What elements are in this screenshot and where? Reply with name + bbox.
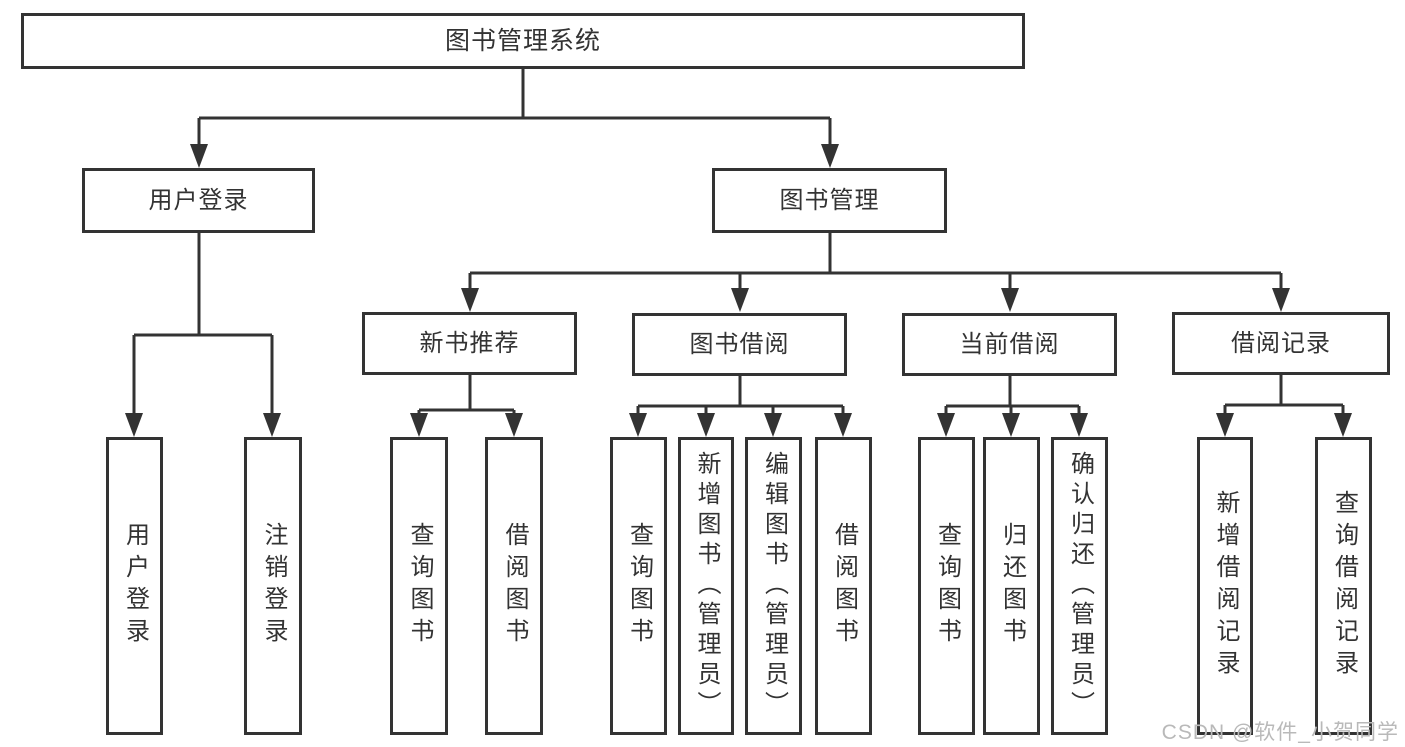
arrowheads-book-mgmt-branch — [461, 288, 1290, 312]
connector-root-to-level2 — [197, 69, 832, 150]
node-new-book-recommend: 新书推荐 — [362, 312, 577, 375]
connector-records-branch — [1223, 375, 1345, 420]
arrowheads-records-branch — [1216, 413, 1352, 437]
leaf-logout: 注销登录 — [244, 437, 302, 735]
leaf-current-query-books: 查询图书 — [918, 437, 975, 735]
arrowheads-user-login-branch — [125, 413, 281, 437]
leaf-newbooks-borrow-books: 借阅图书 — [485, 437, 543, 735]
node-user-login: 用户登录 — [82, 168, 315, 233]
csdn-watermark: CSDN @软件_小贺同学 — [1161, 721, 1399, 744]
node-root: 图书管理系统 — [21, 13, 1025, 69]
arrowheads-current-branch — [937, 413, 1088, 437]
leaf-current-confirm-return-admin: 确认归还（管理员） — [1051, 437, 1108, 735]
connector-user-login-branch — [132, 233, 274, 420]
leaf-records-query-record: 查询借阅记录 — [1315, 437, 1372, 735]
node-book-management: 图书管理 — [712, 168, 947, 233]
connector-current-branch — [944, 376, 1081, 420]
node-current-borrow: 当前借阅 — [902, 313, 1117, 376]
leaf-borrow-borrow-books: 借阅图书 — [815, 437, 872, 735]
connector-borrow-branch — [636, 376, 845, 420]
arrowheads-borrow-branch — [629, 413, 852, 437]
leaf-user-login: 用户登录 — [106, 437, 163, 735]
leaf-borrow-query-books: 查询图书 — [610, 437, 667, 735]
connector-new-books-branch — [417, 375, 516, 420]
leaf-borrow-edit-books-admin: 编辑图书（管理员） — [745, 437, 802, 735]
leaf-newbooks-query-books: 查询图书 — [390, 437, 448, 735]
leaf-current-return-books: 归还图书 — [983, 437, 1040, 735]
connector-book-mgmt-branch — [468, 233, 1283, 295]
leaf-borrow-add-books-admin: 新增图书（管理员） — [678, 437, 734, 735]
arrowheads-level2 — [190, 144, 839, 168]
node-borrow-records: 借阅记录 — [1172, 312, 1390, 375]
node-book-borrow: 图书借阅 — [632, 313, 847, 376]
arrowheads-new-books-branch — [410, 413, 523, 437]
leaf-records-add-record: 新增借阅记录 — [1197, 437, 1253, 735]
